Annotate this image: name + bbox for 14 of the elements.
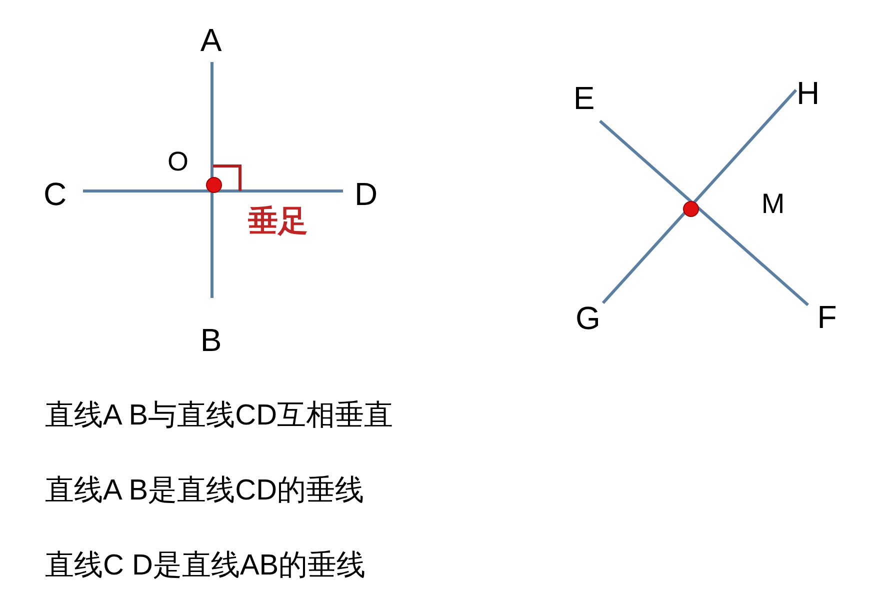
point-label: M bbox=[761, 190, 785, 218]
point-label: G bbox=[576, 302, 600, 334]
point-label: E bbox=[573, 82, 595, 114]
point-label: F bbox=[817, 301, 837, 333]
point-label: A bbox=[200, 24, 222, 56]
foot-label: 垂足 bbox=[248, 207, 308, 237]
point-label: C bbox=[43, 178, 67, 210]
statement-text: 直线C D是直线AB的垂线 bbox=[45, 552, 366, 580]
point-label: H bbox=[796, 77, 820, 109]
point-label: O bbox=[168, 148, 188, 176]
statement-text: 直线A B与直线CD互相垂直 bbox=[45, 402, 394, 430]
point-label: D bbox=[354, 178, 378, 210]
point-label: B bbox=[200, 324, 222, 356]
statement-text: 直线A B是直线CD的垂线 bbox=[45, 476, 364, 506]
